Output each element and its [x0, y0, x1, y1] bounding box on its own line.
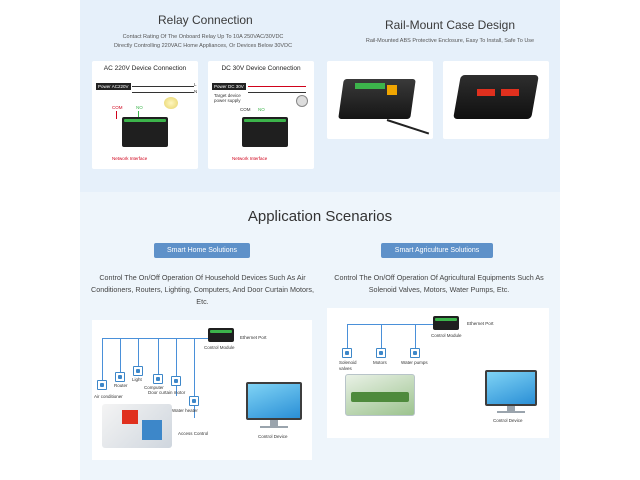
- agri-control-module-device: [433, 316, 459, 330]
- ethernet-cable: [386, 119, 430, 135]
- air-conditioner-label: Air conditioner: [94, 394, 123, 399]
- relay-connection-title: Relay Connection: [158, 13, 253, 27]
- agri-control-device-monitor: [485, 370, 537, 406]
- dc-label-com: COM: [240, 107, 251, 112]
- ac-relay-module: [122, 117, 168, 147]
- rail-photo-back: [443, 61, 549, 139]
- smart-agriculture-diagram: Ethernet Port Control Module Solenoid va…: [327, 308, 549, 438]
- ac-network-label: Network Interface: [112, 156, 148, 161]
- home-control-device-monitor: [246, 382, 302, 420]
- dc-target-line1: Target device: [214, 93, 241, 98]
- agri-ethernet-label: Ethernet Port: [467, 321, 494, 326]
- rail-mount-title: Rail-Mount Case Design: [384, 18, 516, 32]
- light-label: Light: [132, 377, 142, 382]
- home-control-module-label: Control Module: [204, 345, 235, 350]
- dc-power-tag: Power DC 30V: [212, 83, 246, 90]
- ac-label-com: COM: [112, 105, 123, 110]
- door-curtain-label: Door curtain motor: [148, 390, 186, 395]
- motors-label: Motors: [373, 360, 387, 365]
- solenoid-valves-label: Solenoid valves: [339, 360, 357, 371]
- smart-agriculture-paragraph: Control The On/Off Operation Of Agricult…: [334, 273, 544, 294]
- dc-device-icon: [296, 95, 308, 107]
- motor-icon: [376, 348, 386, 358]
- smart-home-diagram: Ethernet Port Control Module Router Ligh…: [92, 320, 312, 460]
- home-control-device-label: Control Device: [258, 434, 288, 439]
- water-heater-label: Water heater: [172, 408, 198, 413]
- dc-label-no: NO: [258, 107, 265, 112]
- router-icon: [115, 372, 125, 382]
- dc-relay-module: [242, 117, 288, 147]
- light-icon: [133, 366, 143, 376]
- water-pumps-label: Water pumps: [401, 360, 428, 365]
- ac-connection-card: AC 220V Device Connection Power AC220V L…: [92, 61, 198, 169]
- smart-home-button[interactable]: Smart Home Solutions: [154, 243, 250, 258]
- access-control-label: Access Control: [178, 431, 209, 436]
- dc-target-line2: power supply: [214, 98, 241, 103]
- computer-icon: [153, 374, 163, 384]
- water-pump-icon: [410, 348, 420, 358]
- agri-control-device-label: Control Device: [493, 418, 523, 423]
- application-title: Application Scenarios: [247, 208, 393, 225]
- smart-home-paragraph: Control The On/Off Operation Of Househol…: [91, 273, 314, 306]
- agri-control-module-label: Control Module: [431, 333, 462, 338]
- ac-label-no: NO: [136, 105, 143, 110]
- router-label: Router: [114, 383, 128, 388]
- air-conditioner-icon: [97, 380, 107, 390]
- home-ethernet-label: Ethernet Port: [240, 335, 267, 340]
- ac-label-l: L: [194, 82, 197, 87]
- ac-card-title: AC 220V Device Connection: [103, 65, 187, 72]
- dc-card-title: DC 30V Device Connection: [221, 65, 301, 72]
- dc-connection-card: DC 30V Device Connection Power DC 30V Ta…: [208, 61, 314, 169]
- computer-label: Computer: [144, 385, 164, 390]
- light-bulb-icon: [164, 97, 178, 109]
- smart-agriculture-button[interactable]: Smart Agriculture Solutions: [381, 243, 493, 258]
- water-heater-icon: [189, 396, 199, 406]
- door-curtain-icon: [171, 376, 181, 386]
- dc-network-label: Network Interface: [232, 156, 268, 161]
- ac-label-n: N: [194, 89, 198, 94]
- solenoid-valve-icon: [342, 348, 352, 358]
- product-page: Relay Connection Contact Rating Of The O…: [80, 0, 560, 480]
- relay-connection-desc: Contact Rating Of The Onboard Relay Up T…: [113, 34, 293, 49]
- rail-mount-desc: Rail-Mounted ABS Protective Enclosure, E…: [365, 38, 535, 44]
- home-control-module-device: [208, 328, 234, 342]
- enclosure-back-image: [453, 75, 539, 119]
- rail-photo-front: [327, 61, 433, 139]
- ac-power-tag: Power AC220V: [96, 83, 131, 90]
